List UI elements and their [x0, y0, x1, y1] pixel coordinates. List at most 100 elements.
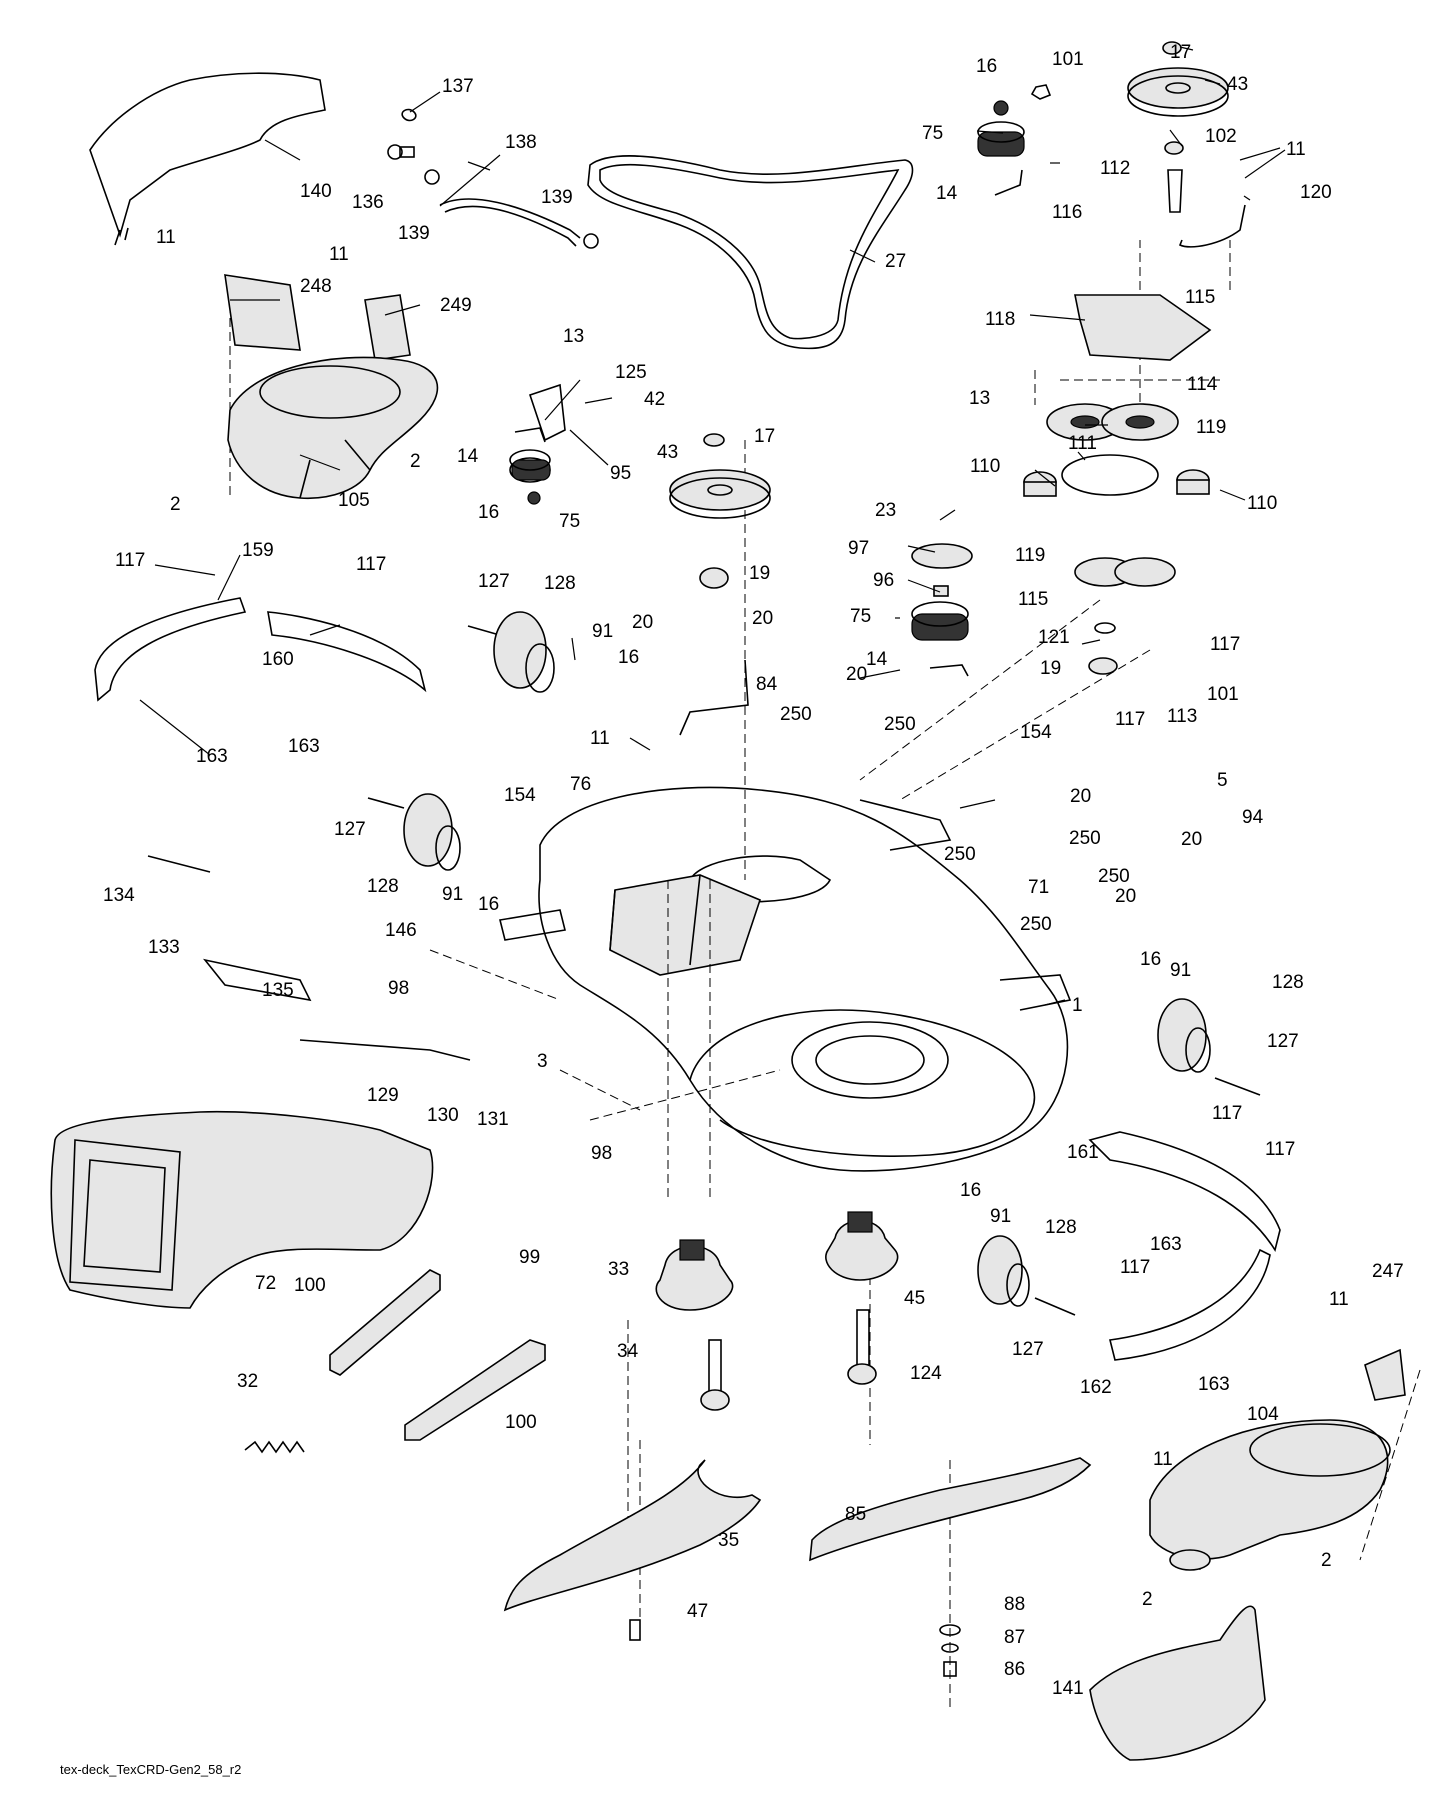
callout-91: 91	[990, 1206, 1011, 1227]
callout-72: 72	[255, 1273, 276, 1294]
callout-labels: 17 43 16 101 75 102 11 112 120 14 116 13…	[103, 42, 1404, 1699]
bracket-14-right	[994, 169, 1023, 196]
callout-14: 14	[936, 183, 958, 204]
callout-163: 163	[1150, 1234, 1182, 1255]
callout-87: 87	[1004, 1627, 1025, 1648]
gear-110-left	[1023, 471, 1057, 497]
callout-247: 247	[1372, 1261, 1404, 1282]
callout-34: 34	[617, 1341, 639, 1362]
callout-133: 133	[148, 937, 180, 958]
gauge-wheel-128-a	[493, 611, 555, 693]
bracket-14-center	[929, 664, 969, 677]
bearing-102	[1164, 141, 1184, 155]
nut-16-left	[527, 491, 541, 505]
nut-101-top	[1030, 84, 1052, 100]
center-pulley-43	[669, 469, 771, 519]
callout-127: 127	[334, 819, 366, 840]
callout-118: 118	[985, 309, 1015, 330]
callout-2: 2	[170, 494, 181, 515]
callout-20: 20	[632, 612, 653, 633]
callout-112: 112	[1100, 158, 1130, 179]
callout-91: 91	[592, 621, 613, 642]
idler-pulley-75-right	[977, 121, 1025, 157]
callout-141: 141	[1052, 1678, 1084, 1699]
callout-86: 86	[1004, 1659, 1025, 1680]
callout-20: 20	[1070, 786, 1091, 807]
callout-16: 16	[618, 647, 639, 668]
callout-20: 20	[1181, 829, 1202, 850]
callout-110: 110	[1247, 493, 1277, 514]
bracket-248	[224, 274, 301, 351]
callout-75: 75	[922, 123, 943, 144]
callout-138: 138	[505, 132, 537, 153]
rod-129	[299, 1039, 471, 1061]
callout-162: 162	[1080, 1377, 1112, 1398]
callout-117: 117	[1115, 709, 1145, 730]
callout-110: 110	[970, 456, 1000, 477]
callout-16: 16	[478, 502, 499, 523]
callout-163: 163	[1198, 1374, 1230, 1395]
washer-97	[911, 543, 973, 569]
callout-76: 76	[570, 774, 591, 795]
callout-129: 129	[367, 1085, 399, 1106]
callout-101: 101	[1207, 684, 1239, 705]
spindle-bolt-112	[1167, 169, 1183, 213]
callout-117: 117	[1265, 1139, 1295, 1160]
callout-5: 5	[1217, 770, 1228, 791]
callout-136: 136	[352, 192, 384, 213]
callout-11: 11	[329, 244, 349, 265]
deflector-141	[1089, 1605, 1266, 1761]
callout-3: 3	[537, 1051, 548, 1072]
callout-27: 27	[885, 251, 906, 272]
assembly-lines	[229, 240, 1421, 1710]
callout-117: 117	[356, 554, 386, 575]
callout-250: 250	[1098, 866, 1130, 887]
callout-127: 127	[1267, 1031, 1299, 1052]
idler-bracket-125	[528, 383, 566, 442]
callout-154: 154	[1020, 722, 1052, 743]
callout-14: 14	[457, 446, 479, 467]
hose-clamp-139b	[583, 233, 599, 249]
callout-35: 35	[718, 1530, 739, 1551]
callout-43: 43	[1227, 74, 1248, 95]
callout-98: 98	[591, 1143, 612, 1164]
callout-250: 250	[1020, 914, 1052, 935]
callout-16: 16	[478, 894, 499, 915]
pulley-cover-104	[1149, 1419, 1391, 1571]
callout-11: 11	[1153, 1449, 1173, 1470]
callout-94: 94	[1242, 807, 1264, 828]
callout-11: 11	[590, 728, 610, 749]
callout-32: 32	[237, 1371, 258, 1392]
callout-127: 127	[1012, 1339, 1044, 1360]
callout-115: 115	[1018, 589, 1048, 610]
callout-250: 250	[944, 844, 976, 865]
callout-96: 96	[873, 570, 894, 591]
callout-114: 114	[1187, 374, 1218, 395]
callout-16: 16	[976, 56, 997, 77]
callout-33: 33	[608, 1259, 629, 1280]
drive-belt-27	[587, 155, 914, 350]
gear-119-top	[1046, 403, 1179, 441]
callout-20: 20	[1115, 886, 1136, 907]
rod-134	[147, 855, 211, 873]
callout-19: 19	[749, 563, 770, 584]
rod-84	[679, 659, 749, 736]
callout-140: 140	[300, 181, 332, 202]
callout-121: 121	[1038, 627, 1070, 648]
callout-23: 23	[875, 500, 896, 521]
callout-131: 131	[477, 1109, 509, 1130]
diagram-caption: tex-deck_TexCRD-Gen2_58_r2	[60, 1762, 241, 1777]
callout-11: 11	[1286, 139, 1306, 160]
callout-1: 1	[1072, 995, 1083, 1016]
callout-2: 2	[410, 451, 421, 472]
callout-124: 124	[910, 1363, 942, 1384]
callout-11: 11	[1329, 1289, 1349, 1310]
callout-91: 91	[1170, 960, 1191, 981]
callout-125: 125	[615, 362, 647, 383]
callout-119: 119	[1015, 545, 1045, 566]
callout-117: 117	[115, 550, 145, 571]
nut-17-right	[1162, 41, 1182, 55]
callout-160: 160	[262, 649, 294, 670]
callout-111: 111	[1068, 433, 1097, 454]
wheel-bolts-127	[367, 625, 1261, 1316]
